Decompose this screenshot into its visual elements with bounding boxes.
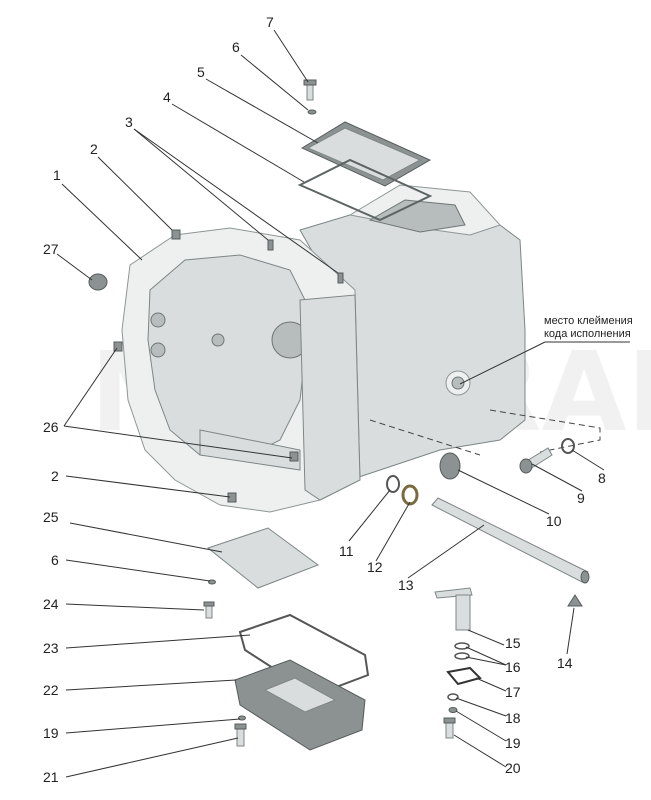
callout-14: 14 [557,655,573,671]
callout-6-bottom: 6 [51,552,59,568]
callout-15: 15 [505,635,521,651]
washer-6-top [307,109,317,115]
callout-18: 18 [505,710,521,726]
pin-2a [171,229,181,240]
callout-labels: 1 2 2 3 4 5 6 6 7 8 9 10 11 12 13 14 15 … [43,14,606,785]
projection-dash-right [489,409,601,453]
pin-26a [113,341,123,352]
oring-16a [454,642,470,650]
plate-17 [446,666,482,686]
callout-21: 21 [43,769,59,785]
callout-25: 25 [43,509,59,525]
top-gasket [297,158,433,222]
callout-26: 26 [43,419,59,435]
callout-19-right: 19 [505,735,521,751]
callout-8: 8 [598,470,606,486]
seal-12 [401,484,419,506]
callout-22: 22 [43,682,59,698]
oring-16b [454,652,470,660]
callout-3: 3 [125,114,133,130]
callout-5: 5 [197,64,205,80]
gearbox-housing [121,184,526,513]
plug-27 [88,273,108,291]
callout-4: 4 [163,89,171,105]
stud-3b [337,272,344,284]
callout-19-left: 19 [43,725,59,741]
gasket-23 [238,613,370,697]
top-cover [300,121,432,187]
note-line-2: кода исполнения [544,328,631,340]
note-line-1: место клеймения [544,315,633,327]
callout-24: 24 [43,596,59,612]
callout-12: 12 [367,559,383,575]
plug-10 [439,452,461,480]
callout-7: 7 [266,14,274,30]
bolt-21 [234,723,247,747]
callout-17: 17 [505,684,521,700]
bolt-20 [443,717,456,739]
bolt-24 [203,601,215,619]
washer-18 [447,693,459,701]
pin-2b [227,492,237,503]
callout-11: 11 [339,543,354,559]
bolt-9 [519,447,553,474]
shaft-13 [431,497,590,584]
stud-3a [267,239,274,251]
callout-13: 13 [398,577,414,593]
callout-16: 16 [505,659,521,675]
oil-pan-22 [234,659,366,751]
callout-10: 10 [546,513,562,529]
callout-2-top: 2 [90,141,98,157]
callout-23: 23 [43,640,59,656]
callout-9: 9 [577,490,585,506]
key-14 [567,594,583,607]
leader-lines [56,29,630,778]
cover-25 [206,527,320,589]
ring-8 [561,438,575,454]
callout-1: 1 [53,167,61,183]
callout-6-top: 6 [232,39,240,55]
callout-20: 20 [505,760,521,776]
washer-6-bottom [208,579,216,585]
callout-27: 27 [43,241,59,257]
pin-26b [289,451,299,462]
stamp-location-note: место клеймения кода исполнения [544,315,633,340]
lever-15 [434,587,473,631]
ring-11 [386,475,400,493]
callout-2-bottom: 2 [51,468,59,484]
washer-19a [238,715,246,721]
bolt-7 [303,79,317,101]
washer-19b [448,707,458,713]
